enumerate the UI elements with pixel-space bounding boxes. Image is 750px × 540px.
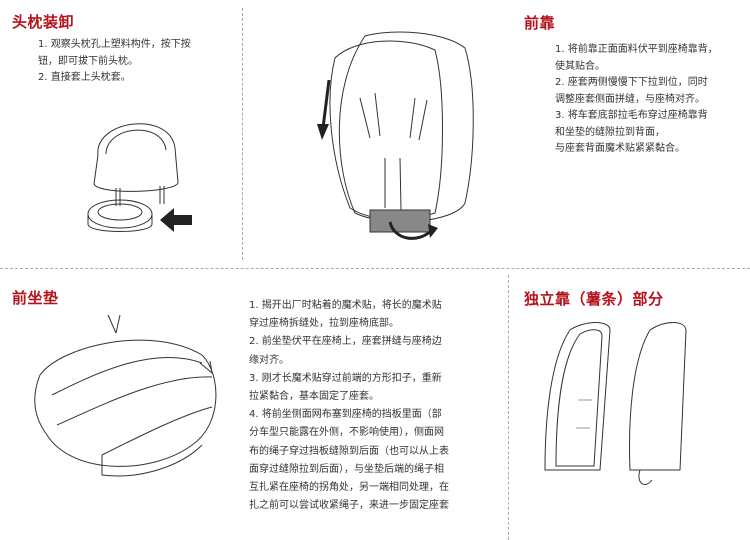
backrest-step: 1. 将前靠正面面料伏平到座椅靠背， bbox=[555, 42, 718, 59]
headrest-section-title: 头枕装卸 bbox=[12, 11, 74, 32]
headrest-step: 1. 观察头枕孔上塑料构件，按下按 bbox=[38, 37, 191, 54]
backrest-step: 调整座套侧面拼缝，与座椅对齐。 bbox=[555, 92, 718, 109]
seat-cushion-step: 2. 前坐垫伏平在座椅上，座套拼缝与座椅边 bbox=[249, 333, 449, 351]
seat-cushion-step: 面穿过缝隙拉到后面），与坐垫后端的绳子相 bbox=[249, 461, 449, 479]
backrest-section-title: 前靠 bbox=[524, 12, 555, 33]
seat-cushion-section-title: 前坐垫 bbox=[12, 287, 59, 308]
headrest-step: 钮，即可拔下前头枕。 bbox=[38, 54, 191, 71]
seat-cushion-steps: 1. 揭开出厂时粘着的魔术贴，将长的魔术贴 穿过座椅拆缝处，拉到座椅底部。 2.… bbox=[249, 297, 449, 515]
backrest-step: 2. 座套两侧慢慢下下拉到位，同时 bbox=[555, 75, 718, 92]
arrow-curve-icon bbox=[388, 218, 438, 248]
headrest-step: 2. 直接套上头枕套。 bbox=[38, 70, 191, 87]
seat-cushion-illustration bbox=[32, 315, 232, 485]
backrest-step: 与座套背面魔术贴紧紧黏合。 bbox=[555, 141, 718, 158]
side-bolster-section-title: 独立靠（薯条）部分 bbox=[524, 288, 664, 309]
arrow-left-icon bbox=[160, 208, 200, 232]
headrest-steps: 1. 观察头枕孔上塑料构件，按下按 钮，即可拔下前头枕。 2. 直接套上头枕套。 bbox=[38, 37, 191, 87]
seat-cushion-step: 分车型只能露在外侧，不影响使用），侧面网 bbox=[249, 424, 449, 442]
backrest-steps: 1. 将前靠正面面料伏平到座椅靠背， 使其贴合。 2. 座套两侧慢慢下下拉到位，… bbox=[555, 42, 718, 158]
seat-cushion-step: 1. 揭开出厂时粘着的魔术贴，将长的魔术贴 bbox=[249, 297, 449, 315]
divider-vertical-top bbox=[242, 8, 243, 260]
backrest-step: 和坐垫的缝隙拉到背面， bbox=[555, 125, 718, 142]
arrow-down-icon bbox=[317, 80, 337, 140]
seat-cushion-step: 拉紧黏合，基本固定了座套。 bbox=[249, 388, 449, 406]
seat-cushion-step: 4. 将前坐侧面网布塞到座椅的挡板里面（部 bbox=[249, 406, 449, 424]
seat-cushion-step: 3. 刚才长魔术贴穿过前端的方形扣子，重新 bbox=[249, 370, 449, 388]
seat-cushion-step: 穿过座椅拆缝处，拉到座椅底部。 bbox=[249, 315, 449, 333]
backrest-step: 3. 将车套底部拉毛布穿过座椅靠背 bbox=[555, 108, 718, 125]
seat-cushion-step: 扎之前可以尝试收紧绳子，来进一步固定座套 bbox=[249, 497, 449, 515]
seat-cushion-step: 布的绳子穿过挡板缝隙到后面（也可以从上表 bbox=[249, 443, 449, 461]
seat-cushion-step: 互扎紧在座椅的拐角处，另一端相同处理，在 bbox=[249, 479, 449, 497]
backrest-step: 使其贴合。 bbox=[555, 59, 718, 76]
backrest-illustration bbox=[315, 28, 485, 248]
side-bolster-illustration bbox=[540, 320, 710, 490]
divider-vertical-bottom bbox=[508, 275, 509, 540]
seat-cushion-step: 缘对齐。 bbox=[249, 352, 449, 370]
divider-horizontal bbox=[0, 268, 750, 269]
